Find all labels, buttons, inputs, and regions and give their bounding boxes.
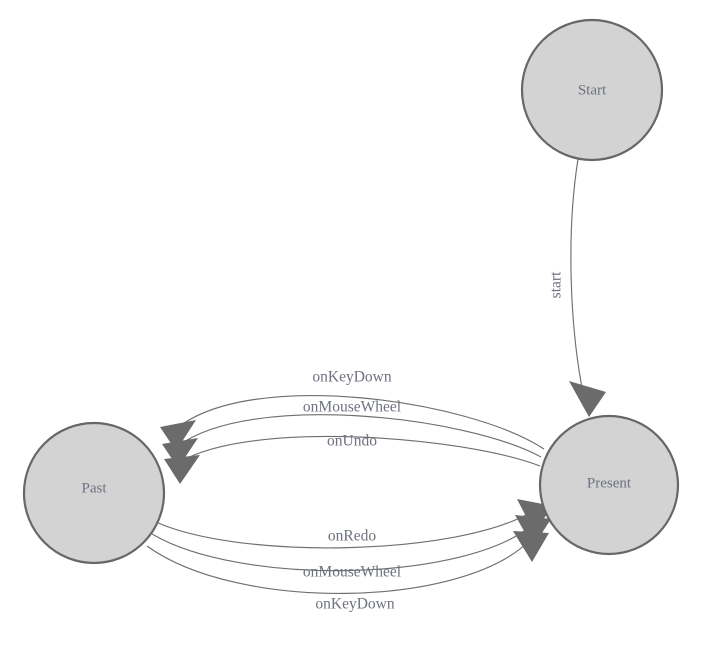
- edge-past-to-present-onkeydown[interactable]: [146, 531, 549, 594]
- edge-label-present-past-onmousewheel: onMouseWheel: [303, 399, 401, 416]
- edge-path-past-present-onredo: [155, 510, 534, 549]
- node-past-circle: [22, 421, 166, 565]
- node-present-label: Present: [587, 475, 632, 491]
- node-present[interactable]: Present: [538, 414, 680, 556]
- edge-label-present-past-onkeydown: onKeyDown: [312, 369, 391, 386]
- edge-path-present-past-onundo: [179, 435, 541, 467]
- arrowhead-past-present-onmousewheel: [515, 515, 551, 547]
- node-present-circle: [538, 414, 680, 556]
- edge-label-past-present-onmousewheel: onMouseWheel: [303, 564, 401, 581]
- edge-path-present-past-onkeydown: [175, 394, 545, 450]
- edge-label-past-present-onredo: onRedo: [328, 528, 376, 545]
- arrowhead-present-past-onmousewheel: [162, 438, 198, 468]
- node-past[interactable]: Past: [22, 421, 166, 565]
- edge-past-to-present-onmousewheel[interactable]: [151, 515, 551, 572]
- edge-present-to-past-onmousewheel[interactable]: [162, 414, 542, 468]
- edge-path-past-present-onmousewheel: [151, 525, 532, 572]
- node-start[interactable]: Start: [520, 18, 664, 162]
- arrowhead-present-past-onundo: [164, 455, 200, 484]
- node-start-circle: [520, 18, 664, 162]
- edge-label-past-present-onkeydown: onKeyDown: [315, 596, 394, 613]
- arrowhead-start-present: [569, 381, 606, 417]
- edge-path-present-past-onmousewheel: [177, 414, 542, 458]
- arrowhead-past-present-onkeydown: [513, 531, 549, 562]
- edge-label-present-past-onundo: onUndo: [327, 433, 377, 450]
- arrowhead-present-past-onkeydown: [160, 420, 196, 451]
- node-past-label: Past: [81, 480, 107, 496]
- edge-present-to-past-onundo[interactable]: [164, 435, 541, 484]
- edge-label-start: start: [548, 271, 565, 298]
- node-start-label: Start: [578, 82, 607, 98]
- edge-path-past-present-onkeydown: [146, 540, 530, 594]
- edge-start-to-present[interactable]: [569, 158, 606, 417]
- edge-present-to-past-onkeydown[interactable]: [160, 394, 545, 451]
- edge-path-start-present: [570, 158, 585, 399]
